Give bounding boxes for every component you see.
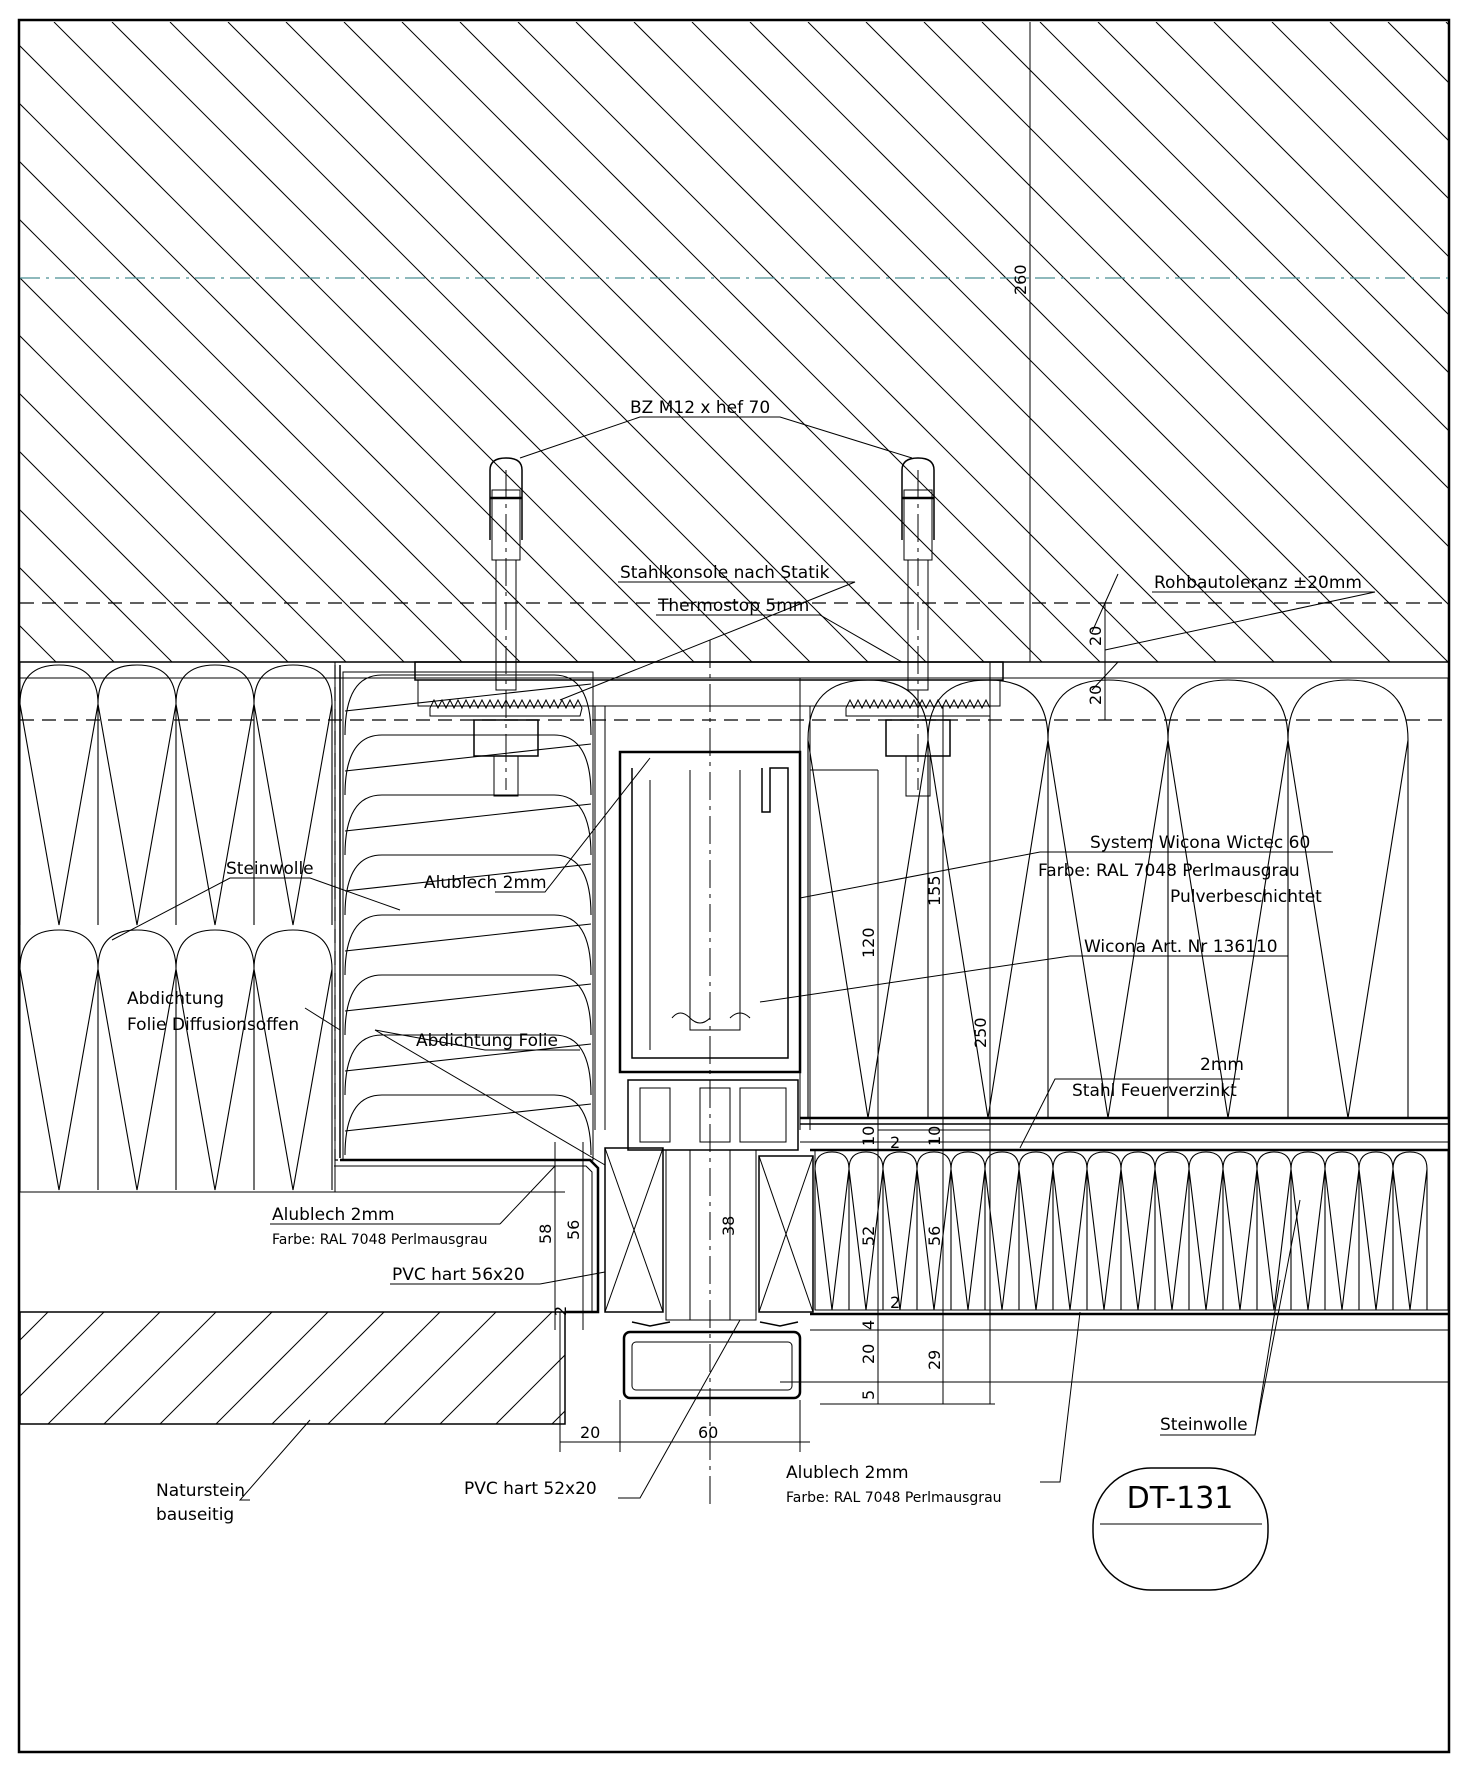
rock-wool-right-lower xyxy=(814,1151,1428,1311)
label-stone-line2: bauseitig xyxy=(156,1505,234,1525)
rock-wool-left xyxy=(19,664,333,1191)
label-alublech-top: Alublech 2mm xyxy=(424,873,547,893)
label-wool-left: Steinwolle xyxy=(226,859,314,879)
natural-stone xyxy=(19,1311,566,1425)
dim-58: 58 xyxy=(536,1224,555,1244)
drawing-frame xyxy=(17,18,1451,1754)
dim-29: 29 xyxy=(925,1350,944,1370)
dim-20-bottom: 20 xyxy=(859,1344,878,1364)
label-seal-foil: Abdichtung Folie xyxy=(416,1031,558,1051)
diffusion-foil xyxy=(334,665,590,1161)
aluminium-sheet-left xyxy=(340,1158,600,1314)
dim-4: 4 xyxy=(859,1320,878,1330)
dim-52: 52 xyxy=(859,1226,878,1246)
label-pvc-52: PVC hart 52x20 xyxy=(464,1479,597,1499)
serrated-plate-left xyxy=(429,698,583,717)
dim-20-top: 20 xyxy=(1086,626,1105,646)
dim-56-right: 56 xyxy=(925,1226,944,1246)
dim-250: 250 xyxy=(971,1017,990,1048)
dim-38: 38 xyxy=(719,1216,738,1236)
dim-56-left: 56 xyxy=(564,1220,583,1240)
natural-stone-hatch xyxy=(20,1312,565,1424)
dim-20-mid: 20 xyxy=(1086,685,1105,705)
label-article: Wicona Art. Nr 136110 xyxy=(1084,937,1278,957)
dim-2-b: 2 xyxy=(890,1293,900,1312)
label-system-line3: Pulverbeschichtet xyxy=(1170,887,1322,907)
drawing-id: DT-131 xyxy=(1127,1481,1234,1516)
label-alublech-left-line1: Alublech 2mm xyxy=(272,1205,395,1225)
label-wool-right: Steinwolle xyxy=(1160,1415,1248,1435)
label-seal-line2: Folie Diffusionsoffen xyxy=(127,1015,299,1035)
dim-10-b: 10 xyxy=(925,1126,944,1146)
concrete-wall-hatch xyxy=(20,22,1448,662)
label-stone-line1: Naturstein xyxy=(156,1481,245,1501)
rock-wool-middle xyxy=(344,674,592,1156)
dim-120: 120 xyxy=(859,927,878,958)
dimension-lines xyxy=(554,573,1119,1452)
dim-260: 260 xyxy=(1011,264,1030,295)
label-tolerance: Rohbautoleranz ±20mm xyxy=(1154,573,1362,593)
dim-5: 5 xyxy=(859,1390,878,1400)
label-steel-line2: Stahl Feuerverzinkt xyxy=(1072,1081,1237,1101)
anchor-bolt-right xyxy=(885,457,951,797)
mullion-profile xyxy=(618,750,802,1400)
dim-20-horizontal: 20 xyxy=(580,1423,600,1442)
dim-2-left: 2 xyxy=(551,1306,570,1316)
label-pvc-56: PVC hart 56x20 xyxy=(392,1265,525,1285)
label-thermostop: Thermostop 5mm xyxy=(657,596,809,616)
serrated-plate-right xyxy=(845,698,991,717)
drawing-id-badge xyxy=(1092,1467,1269,1591)
label-system-line1: System Wicona Wictec 60 xyxy=(1090,833,1310,853)
dim-2-a: 2 xyxy=(890,1133,900,1152)
dim-155: 155 xyxy=(925,875,944,906)
label-alublech-left-line2: Farbe: RAL 7048 Perlmausgrau xyxy=(272,1232,488,1248)
label-alublech-bottom-line1: Alublech 2mm xyxy=(786,1463,909,1483)
label-console: Stahlkonsole nach Statik xyxy=(620,563,830,583)
steel-console-plate xyxy=(414,661,1004,681)
label-steel-line1: 2mm xyxy=(1200,1055,1244,1075)
leader-lines xyxy=(111,416,1376,1501)
anchor-bolt-left xyxy=(473,457,539,797)
pvc-block-right xyxy=(758,1155,814,1313)
label-alublech-bottom-line2: Farbe: RAL 7048 Perlmausgrau xyxy=(786,1490,1002,1506)
label-seal-line1: Abdichtung xyxy=(127,989,224,1009)
label-system-line2: Farbe: RAL 7048 Perlmausgrau xyxy=(1038,861,1300,881)
label-anchor: BZ M12 x hef 70 xyxy=(630,398,770,418)
dim-10-a: 10 xyxy=(859,1126,878,1146)
pvc-block-left xyxy=(604,1147,664,1313)
dim-60: 60 xyxy=(698,1423,718,1442)
